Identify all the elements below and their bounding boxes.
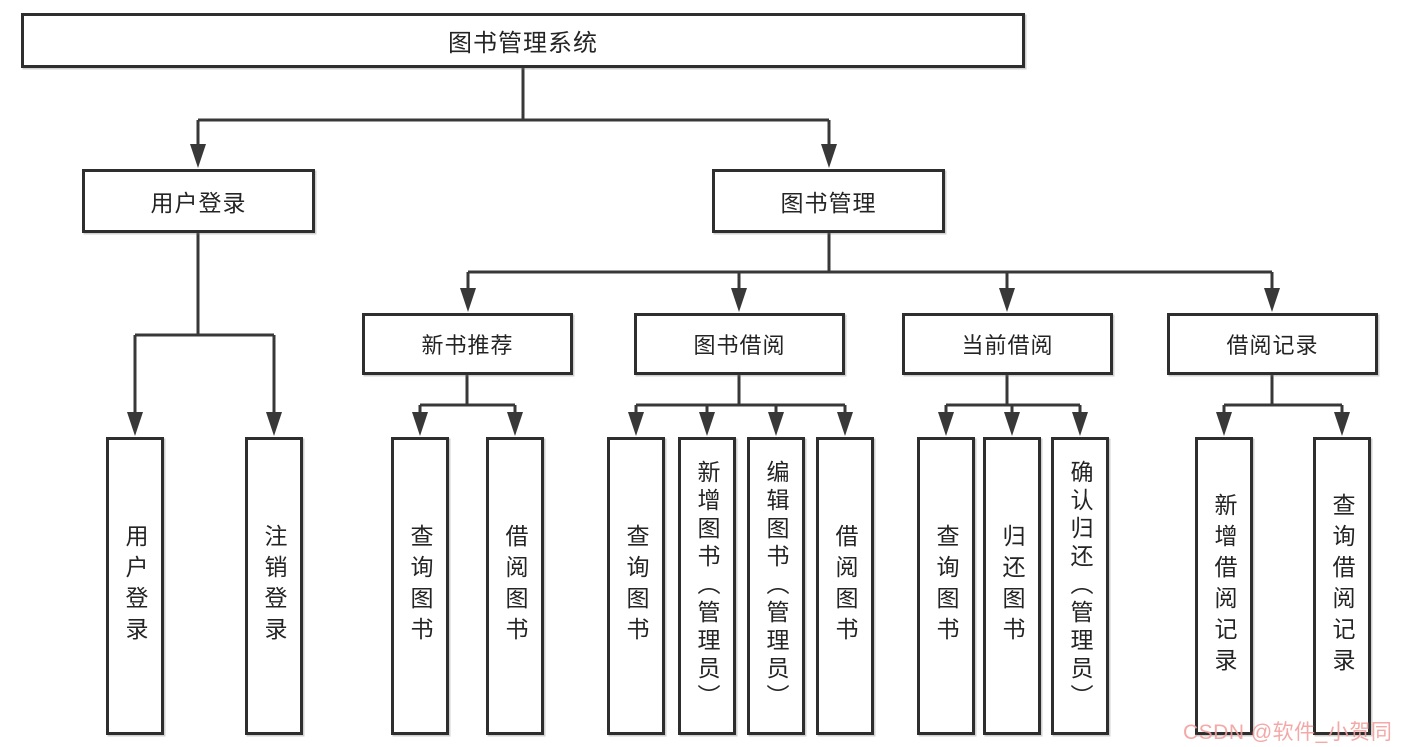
leaf-label: 归还图书 (999, 524, 1025, 648)
leaf-confirm-return-admin: 确认归还（管理员） (1051, 437, 1109, 735)
leaf-query-book-newbook: 查询图书 (391, 437, 449, 735)
leaf-label: 查询图书 (407, 524, 433, 648)
leaf-borrow-book-newbook: 借阅图书 (486, 437, 544, 735)
node-label: 借阅记录 (1226, 333, 1319, 358)
leaf-label: 确认归还（管理员） (1067, 460, 1093, 712)
csdn-watermark: CSDN @软件_小贺同学 (1183, 721, 1393, 744)
leaf-add-borrow-record: 新增借阅记录 (1195, 437, 1253, 735)
node-book-management: 图书管理 (712, 169, 945, 233)
leaf-label: 查询图书 (933, 524, 959, 648)
node-label: 新书推荐 (421, 333, 514, 358)
node-user-login: 用户登录 (82, 169, 315, 233)
node-book-borrowing: 图书借阅 (634, 313, 845, 375)
node-label: 当前借阅 (961, 333, 1054, 358)
leaf-label: 查询借阅记录 (1329, 493, 1355, 679)
leaf-query-borrow-record: 查询借阅记录 (1313, 437, 1371, 735)
leaf-label: 借阅图书 (502, 524, 528, 648)
leaf-label: 注销登录 (261, 524, 287, 648)
leaf-label: 用户登录 (122, 524, 148, 648)
leaf-query-book-current: 查询图书 (917, 437, 975, 735)
node-new-book-recommendation: 新书推荐 (362, 313, 573, 375)
leaf-label: 新增图书（管理员） (694, 460, 720, 712)
node-current-borrowing: 当前借阅 (902, 313, 1113, 375)
leaf-label: 新增借阅记录 (1211, 493, 1237, 679)
leaf-label: 借阅图书 (832, 524, 858, 648)
node-borrowing-records: 借阅记录 (1167, 313, 1378, 375)
leaf-borrow-book: 借阅图书 (816, 437, 874, 735)
leaf-label: 查询图书 (623, 524, 649, 648)
node-label: 用户登录 (150, 190, 247, 216)
node-library-management-system: 图书管理系统 (21, 13, 1025, 68)
leaf-logout: 注销登录 (245, 437, 303, 735)
leaf-label: 编辑图书（管理员） (763, 460, 789, 712)
node-label: 图书管理 (780, 190, 877, 216)
leaf-edit-book-admin: 编辑图书（管理员） (747, 437, 805, 735)
leaf-add-book-admin: 新增图书（管理员） (678, 437, 736, 735)
leaf-user-login: 用户登录 (106, 437, 164, 735)
node-label: 图书借阅 (693, 333, 786, 358)
leaf-return-book: 归还图书 (983, 437, 1041, 735)
node-label: 图书管理系统 (448, 30, 598, 57)
leaf-query-book-borrow: 查询图书 (607, 437, 665, 735)
